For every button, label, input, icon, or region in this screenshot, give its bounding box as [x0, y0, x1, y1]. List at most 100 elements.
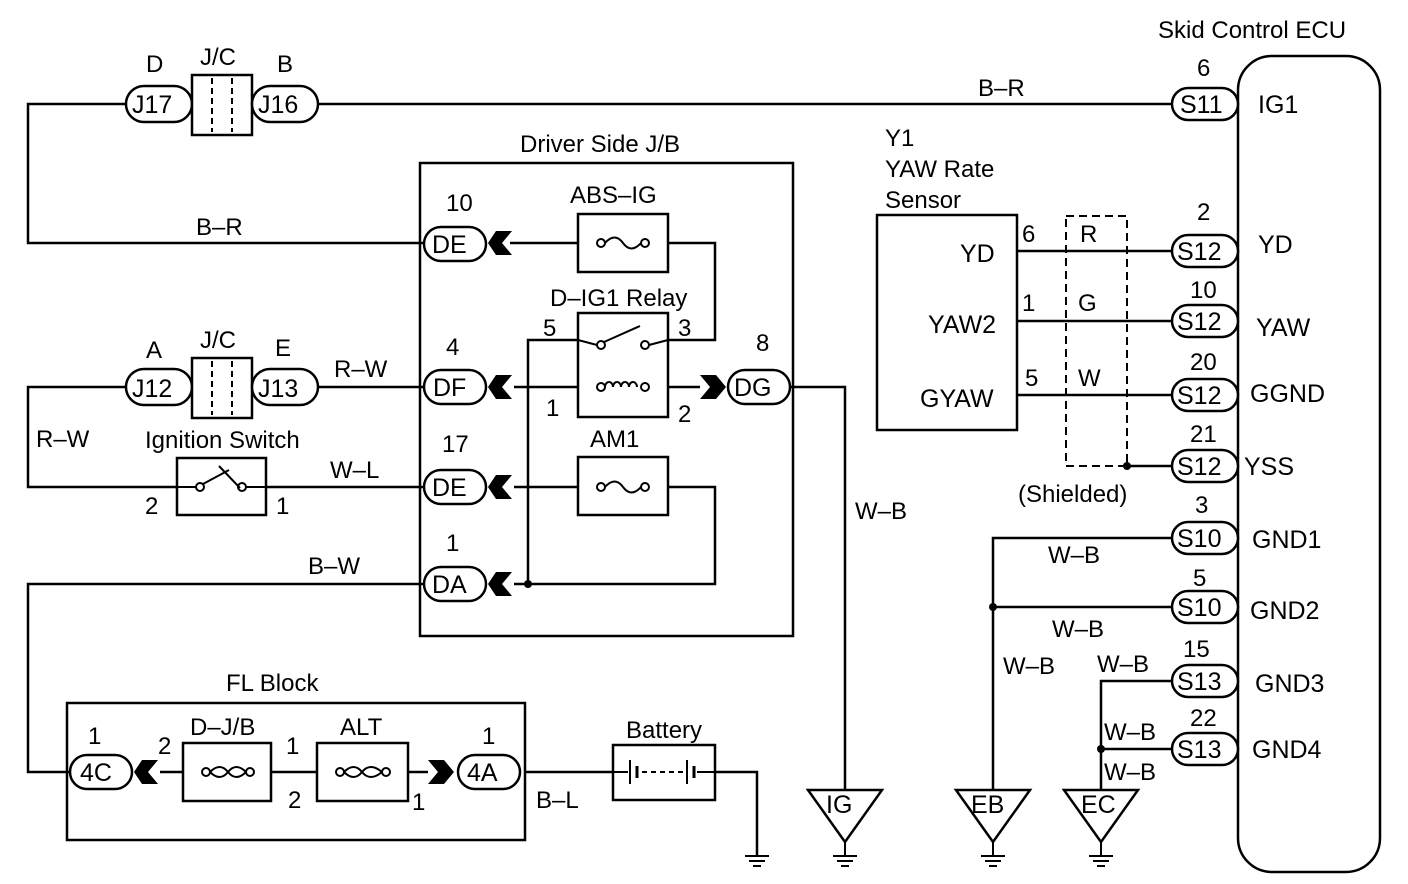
- yaw-rate-sensor: Y1 YAW Rate Sensor YD YAW2 GYAW 6 1 5 R …: [875, 125, 1128, 508]
- djb-label: D–J/B: [190, 714, 255, 741]
- ground-ec: EC: [1061, 788, 1141, 867]
- shield-label: (Shielded): [1018, 481, 1127, 508]
- svg-text:W: W: [1078, 365, 1101, 392]
- connector-j13: [250, 367, 320, 407]
- svg-text:2: 2: [158, 733, 171, 760]
- junction-connector-mid: A J/C E J12 J13: [124, 327, 320, 420]
- svg-text:S13: S13: [1177, 668, 1221, 696]
- wire-label: R–W: [334, 356, 388, 383]
- svg-text:1: 1: [88, 723, 101, 750]
- jc-block: [190, 356, 254, 420]
- ecu-pin-gnd4: 22 S13 GND4: [1170, 705, 1322, 767]
- svg-text:5: 5: [1193, 565, 1206, 592]
- svg-text:1: 1: [412, 789, 425, 816]
- svg-text:DE: DE: [432, 474, 467, 502]
- sensor-body: [875, 213, 1019, 432]
- fl-block-frame: [65, 701, 527, 842]
- svg-text:1: 1: [1022, 290, 1035, 317]
- svg-text:S12: S12: [1177, 382, 1221, 410]
- connector-j16: [250, 84, 320, 124]
- wire-label: B–W: [308, 553, 360, 580]
- svg-text:3: 3: [678, 315, 691, 342]
- wire-label: R–W: [36, 426, 90, 453]
- svg-text:2: 2: [678, 401, 691, 428]
- svg-text:S10: S10: [1177, 594, 1221, 622]
- svg-text:YD: YD: [1258, 231, 1293, 259]
- svg-text:1: 1: [482, 723, 495, 750]
- svg-text:YD: YD: [960, 240, 995, 268]
- svg-text:D: D: [146, 51, 163, 78]
- svg-text:DA: DA: [432, 571, 467, 599]
- connector-s12: [1170, 233, 1240, 269]
- svg-text:1: 1: [546, 395, 559, 422]
- connector-da: [422, 565, 488, 603]
- svg-text:GGND: GGND: [1250, 380, 1325, 408]
- wire-labels: B–R B–R R–W R–W W–L B–W W–B B–L W–B W–B …: [36, 75, 1156, 814]
- svg-text:21: 21: [1190, 421, 1217, 448]
- ecu-pin-yss: 21 S12 YSS: [1170, 421, 1294, 484]
- svg-text:EB: EB: [971, 791, 1004, 819]
- wire-label: B–R: [978, 75, 1025, 102]
- svg-text:GND4: GND4: [1252, 736, 1322, 764]
- svg-text:1: 1: [446, 530, 459, 557]
- ecu-pin-gnd3: 15 S13 GND3: [1170, 636, 1324, 699]
- jb-title: Driver Side J/B: [520, 131, 680, 158]
- connector-s13: [1170, 731, 1240, 767]
- wire-label: W–B: [1052, 616, 1104, 643]
- svg-text:2: 2: [145, 493, 158, 520]
- connector-s11: [1170, 86, 1240, 122]
- wire-label: W–B: [1048, 542, 1100, 569]
- svg-text:2: 2: [288, 787, 301, 814]
- svg-text:B: B: [277, 51, 293, 78]
- svg-text:5: 5: [1025, 365, 1038, 392]
- connector-s12: [1170, 448, 1240, 484]
- connector-s10: [1170, 589, 1240, 625]
- alt-label: ALT: [340, 714, 383, 741]
- svg-text:S12: S12: [1177, 308, 1221, 336]
- svg-text:G: G: [1078, 290, 1097, 317]
- junction-dots: [524, 462, 1131, 753]
- svg-text:DE: DE: [432, 231, 467, 259]
- svg-text:YAW Rate: YAW Rate: [885, 156, 994, 183]
- svg-text:20: 20: [1190, 349, 1217, 376]
- ecu-pin-ggnd: 20 S12 GGND: [1170, 349, 1325, 413]
- svg-text:3: 3: [1195, 492, 1208, 519]
- svg-text:4: 4: [446, 334, 459, 361]
- svg-text:GND2: GND2: [1250, 597, 1319, 625]
- svg-text:GND3: GND3: [1255, 670, 1324, 698]
- svg-text:J13: J13: [258, 375, 298, 403]
- skid-control-ecu: Skid Control ECU 6 S11 IG1 2 S12 YD 10 S…: [1158, 17, 1382, 874]
- svg-text:GND1: GND1: [1252, 526, 1321, 554]
- svg-text:J12: J12: [132, 375, 172, 403]
- ecu-pin-ig1: 6 S11 IG1: [1170, 55, 1298, 122]
- svg-text:IG1: IG1: [1258, 91, 1298, 119]
- fl-block: FL Block 1 4C D–J/B 2 1 ALT 2 1 1 4A: [65, 670, 527, 842]
- ecu-pin-yd: 2 S12 YD: [1170, 199, 1293, 269]
- svg-text:17: 17: [442, 431, 469, 458]
- svg-text:IG: IG: [826, 791, 852, 819]
- svg-text:10: 10: [1190, 277, 1217, 304]
- svg-text:E: E: [275, 335, 291, 362]
- svg-text:6: 6: [1022, 221, 1035, 248]
- battery-label: Battery: [626, 717, 702, 744]
- d-ig1-relay: [576, 311, 670, 419]
- svg-text:R: R: [1080, 221, 1097, 248]
- ignition-label: Ignition Switch: [145, 427, 300, 454]
- connector-s10: [1170, 520, 1240, 556]
- wires: [26, 102, 1172, 855]
- svg-text:YAW2: YAW2: [928, 311, 996, 339]
- svg-text:YAW: YAW: [1256, 314, 1311, 342]
- junction-connector-top: D J/C B J17 J16: [124, 44, 320, 137]
- svg-text:4A: 4A: [467, 759, 498, 787]
- connector-dg: [726, 368, 792, 406]
- svg-text:S10: S10: [1177, 525, 1221, 553]
- connector-s13: [1170, 663, 1240, 699]
- shield: [1065, 215, 1128, 467]
- svg-text:S12: S12: [1177, 453, 1221, 481]
- svg-text:6: 6: [1197, 55, 1210, 82]
- connector-de: [422, 225, 488, 263]
- connector-4a: [456, 753, 522, 791]
- svg-text:J16: J16: [258, 91, 298, 119]
- fl-block-label: FL Block: [226, 670, 319, 697]
